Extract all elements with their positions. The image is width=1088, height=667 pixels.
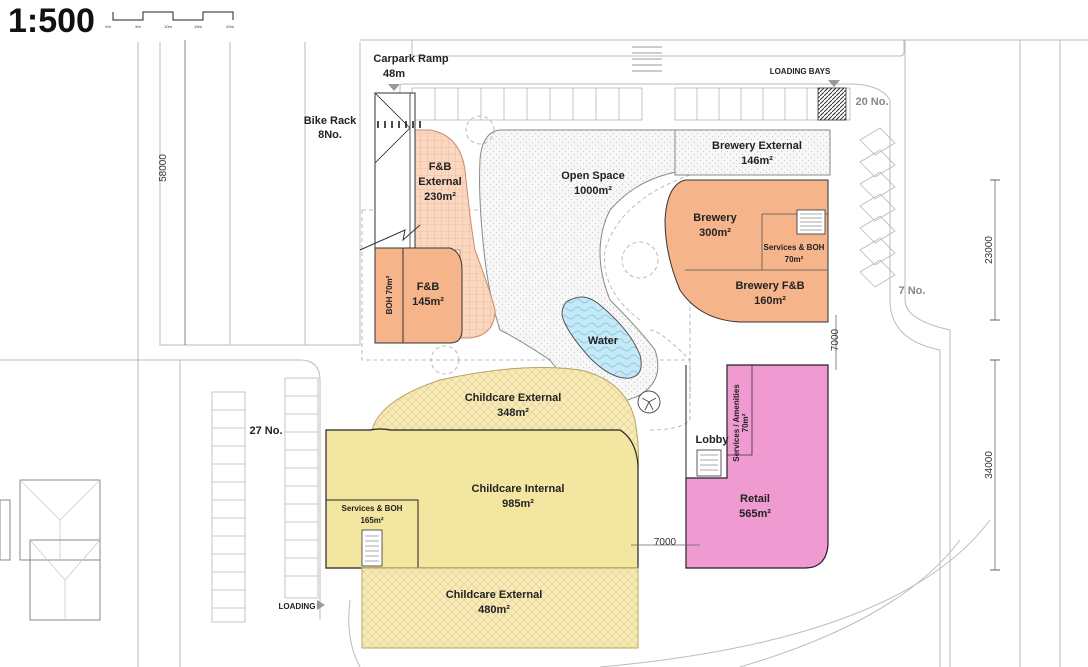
bike-rack-count: 8No. (318, 129, 342, 141)
brewery-fb-area: 160m² (754, 295, 786, 307)
fb-area: 145m² (412, 296, 444, 308)
brewery-external-area: 146m² (741, 155, 773, 167)
scale-bar: 1:500 0m 5m 10m 15m 20m (8, 2, 235, 40)
scale-tick: 0m (105, 24, 111, 29)
parking-count-27: 27 No. (249, 425, 282, 437)
scale-title: 1:500 (8, 2, 95, 40)
scale-tick: 10m (164, 24, 172, 29)
seating-icon (637, 390, 661, 414)
water-label: Water (588, 335, 619, 347)
childcare-internal-area: 985m² (502, 498, 534, 510)
loading-bays-label: LOADING BAYS (770, 67, 831, 76)
parking-bays-right (859, 127, 896, 288)
dimension-23000: 23000 (984, 236, 995, 264)
scale-tick: 5m (135, 24, 141, 29)
dimension-7000-vertical: 7000 (830, 328, 841, 351)
carpark-ramp-length: 48m (383, 68, 405, 80)
brewery-area: 300m² (699, 227, 731, 239)
fb-label: F&B (417, 281, 440, 293)
childcare-external-bottom-label: Childcare External (446, 589, 543, 601)
fb-external-area: 230m² (424, 191, 456, 203)
dimension-34000: 34000 (984, 451, 995, 479)
childcare-internal-zone (325, 428, 639, 569)
services-amenities-area: 70m² (741, 413, 750, 432)
pathway-dashed (604, 174, 691, 431)
brewery-external-label: Brewery External (712, 140, 802, 152)
fb-external-label-2: External (418, 176, 461, 188)
childcare-external-top-label: Childcare External (465, 392, 562, 404)
dimension-7000-horizontal: 7000 (654, 537, 677, 548)
dimension-58000: 58000 (158, 154, 169, 182)
childcare-services-area: 165m² (360, 516, 383, 525)
carpark-ramp-label: Carpark Ramp (373, 53, 448, 65)
bike-rack-ticks (377, 121, 421, 128)
brewery-services-area: 70m² (785, 255, 804, 264)
dimension-lines (184, 40, 1000, 571)
road-network (0, 39, 1088, 667)
brewery-fb-label: Brewery F&B (735, 280, 804, 292)
childcare-external-top-area: 348m² (497, 407, 529, 419)
parking-bays-left (211, 377, 319, 623)
boh-zone (374, 247, 404, 344)
lobby-label: Lobby (696, 434, 730, 446)
fb-zone (402, 247, 463, 344)
retail-label: Retail (740, 493, 770, 505)
fb-external-label-1: F&B (429, 161, 452, 173)
water-zone (561, 296, 642, 379)
scale-tick: 20m (226, 24, 234, 29)
retail-area: 565m² (739, 508, 771, 520)
lobby-lift-icon (696, 449, 722, 477)
loading-bays-arrow (828, 80, 840, 87)
childcare-external-bottom-zone (361, 567, 639, 649)
retail-zone (685, 364, 829, 569)
childcare-internal-label: Childcare Internal (472, 483, 565, 495)
scale-tick: 15m (194, 24, 202, 29)
fb-external-zone (399, 129, 496, 339)
brewery-label: Brewery (693, 212, 737, 224)
boh-label: BOH 70m² (385, 275, 394, 314)
open-space-area: 1000m² (574, 185, 612, 197)
services-amenities-label: Services / Amenities (732, 384, 741, 462)
tree-circle (430, 345, 460, 375)
loading-label: LOADING (279, 602, 316, 611)
crosswalk (632, 46, 662, 72)
brewery-zone (664, 179, 829, 323)
context-houses (0, 479, 101, 621)
open-space-label: Open Space (561, 170, 625, 182)
childcare-services-label: Services & BOH (342, 504, 403, 513)
brewery-services-label: Services & BOH (764, 243, 825, 252)
tree-circle (465, 115, 495, 145)
loading-bay-hatch (817, 87, 847, 121)
pathway-dashed-2 (649, 329, 691, 361)
brewery-external-zone (674, 129, 831, 176)
bike-rack-label: Bike Rack (304, 115, 357, 127)
loading-arrow-icon (317, 600, 325, 610)
parking-count-20: 20 No. (855, 96, 888, 108)
parking-count-7: 7 No. (899, 285, 926, 297)
tree-circle (621, 241, 659, 279)
childcare-stair-icon (361, 529, 383, 567)
parking-bays-top (411, 80, 851, 121)
childcare-external-bottom-area: 480m² (478, 604, 510, 616)
